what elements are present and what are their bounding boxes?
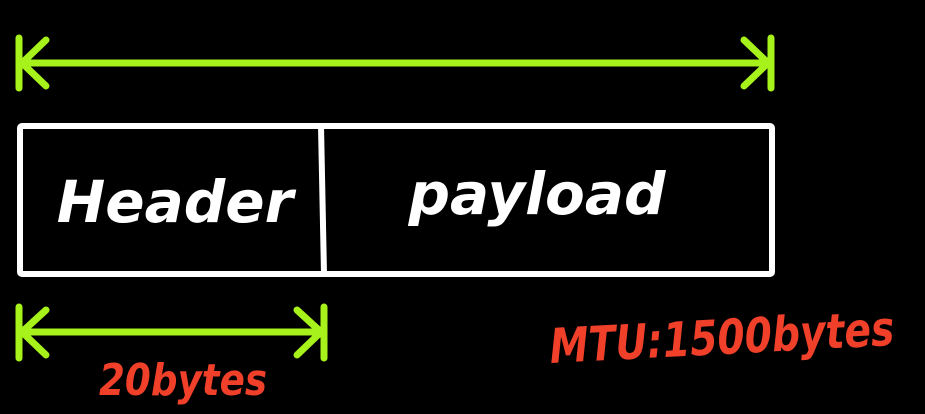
header-size-arrow-right-head — [293, 306, 325, 359]
mtu-label: MTU:1500bytes — [548, 301, 895, 375]
header-label: Header — [57, 168, 297, 236]
total-size-arrow-right-head — [740, 36, 772, 90]
header-size-arrow-left-head — [18, 306, 50, 359]
packet-box — [17, 123, 775, 277]
payload-label: payload — [407, 160, 666, 228]
header-payload-divider — [318, 125, 327, 275]
total-size-arrow-left-head — [18, 36, 50, 90]
total-size-arrow — [15, 34, 775, 92]
header-size-label: 20bytes — [99, 355, 267, 406]
packet-outline — [17, 123, 775, 277]
header-size-arrow — [15, 303, 328, 362]
